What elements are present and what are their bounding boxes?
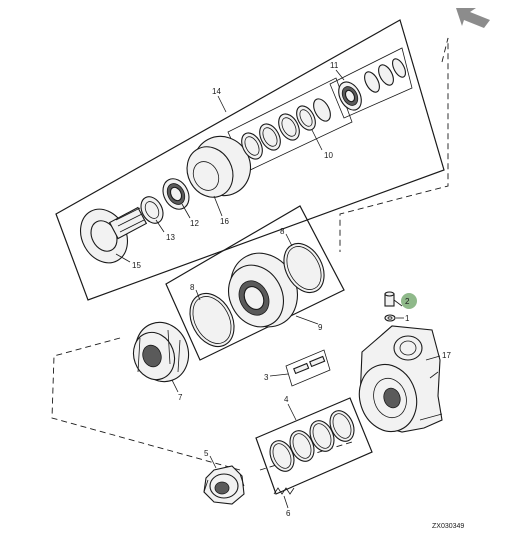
group-box-14 <box>55 19 445 301</box>
group-box-11 <box>329 47 413 119</box>
ring-gear-9 <box>228 252 298 328</box>
callout-8-right[interactable]: 8 <box>280 227 285 236</box>
hub-housing-16 <box>186 135 252 198</box>
callout-10[interactable]: 10 <box>324 151 333 160</box>
bearing-12 <box>162 178 190 210</box>
group-box-4 <box>255 397 373 495</box>
callout-8-left[interactable]: 8 <box>190 283 195 292</box>
callout-5[interactable]: 5 <box>204 449 209 458</box>
leader-lines <box>115 69 441 509</box>
callout-11[interactable]: 11 <box>330 61 339 70</box>
flange-shaft-15 <box>79 206 148 264</box>
callout-2[interactable]: 2 <box>405 297 410 306</box>
callout-17[interactable]: 17 <box>442 351 451 360</box>
sun-gear-5 <box>203 465 245 505</box>
assembly-dashed-line <box>51 37 449 471</box>
callout-12[interactable]: 12 <box>190 219 199 228</box>
plug-2 <box>384 291 395 307</box>
callout-14[interactable]: 14 <box>212 87 221 96</box>
spring-6 <box>273 487 295 495</box>
callout-15[interactable]: 15 <box>132 261 141 270</box>
callout-4[interactable]: 4 <box>284 395 289 404</box>
snap-ring-set <box>364 58 406 93</box>
ring-set-10 <box>241 98 331 160</box>
o-ring-set-4 <box>269 410 355 472</box>
reference-code: ZX030349 <box>432 523 464 530</box>
callout-16[interactable]: 16 <box>220 217 229 226</box>
callout-labels: 14 11 10 12 13 15 16 8 8 9 2 1 17 7 3 4 … <box>132 61 451 518</box>
group-box-9 <box>165 205 345 361</box>
callout-1[interactable]: 1 <box>405 314 410 323</box>
callout-7[interactable]: 7 <box>178 393 183 402</box>
shim-plates-3 <box>285 349 331 387</box>
housing-17 <box>358 325 443 433</box>
bearing-11 <box>338 81 362 111</box>
return-arrow-icon[interactable] <box>456 8 490 28</box>
washer-1 <box>384 314 396 322</box>
seal-13 <box>140 196 164 224</box>
callout-9[interactable]: 9 <box>318 323 323 332</box>
callout-6[interactable]: 6 <box>286 509 291 518</box>
o-ring-8-left <box>189 293 235 347</box>
highlight-marker <box>401 293 417 309</box>
callout-13[interactable]: 13 <box>166 233 175 242</box>
callout-3[interactable]: 3 <box>264 373 269 382</box>
planetary-carrier-7 <box>132 321 190 383</box>
